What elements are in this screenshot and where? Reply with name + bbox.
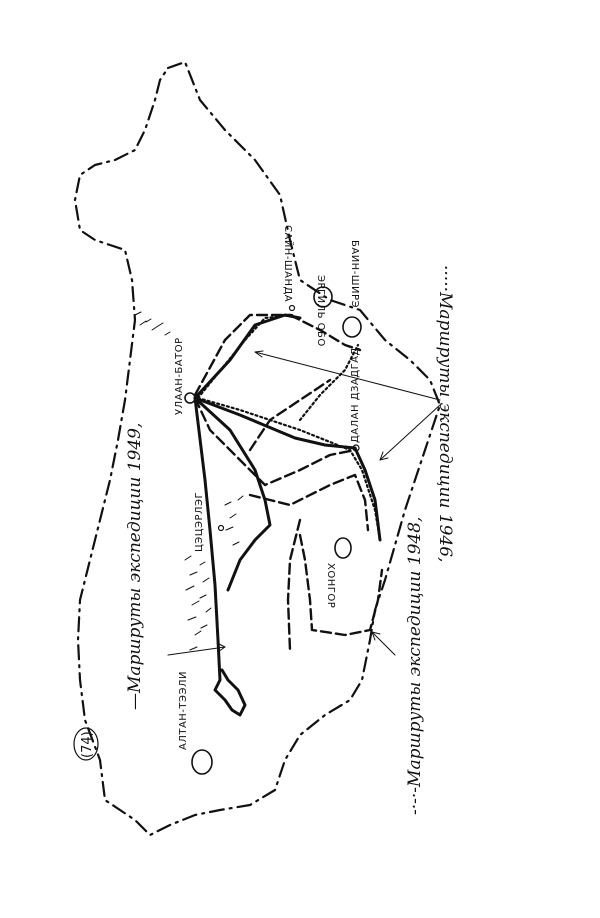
town-marker-sain-shanda <box>288 304 296 312</box>
lake-bain-shire <box>342 316 362 338</box>
page-number-circle <box>73 727 99 761</box>
label-khongor: ХОНГОР <box>325 563 336 608</box>
mountain-range-khangai <box>184 555 212 651</box>
town-marker-tsetserleg <box>217 524 225 532</box>
page-number: (74) <box>80 731 95 758</box>
country-border <box>73 60 442 837</box>
legend-route-1949: —Маршруты экспедиции 1949, <box>125 423 145 710</box>
route-1946 <box>196 313 382 542</box>
legend-route-1948: -·-·-Маршруты экспедиции 1948, <box>405 517 425 815</box>
legend-route-1946: ·····Маршруты экспедиции 1946, <box>435 265 455 562</box>
label-ulaanbaatar: УЛААН-БАТОР <box>174 337 185 415</box>
town-marker-dalan-dzadgad <box>352 444 360 452</box>
lake-ergil <box>313 286 333 308</box>
label-tsetserleg: ЦЭЦЭРЛЭГ <box>194 492 205 552</box>
city-marker-ulaanbaatar <box>184 392 196 404</box>
lake-khongor <box>334 537 352 559</box>
mountain-range-gobi-altai <box>224 495 244 546</box>
label-dalan-dzadgad: ДАЛАН ДЗАДГАД <box>350 347 361 443</box>
legend-arrows <box>167 350 441 656</box>
label-bain-shire: БАИН-ШИРЭ <box>349 240 360 308</box>
lake-altan-tseli <box>191 749 213 775</box>
route-1948 <box>193 313 384 652</box>
label-altan-tseli: АЛТАН-ТЭЭЛИ <box>178 671 189 750</box>
label-sain-shanda: САЙН-ШАНДА <box>282 225 295 302</box>
mountain-range-khentei <box>134 311 171 336</box>
label-ergil-obo: ЭРГИЛЬ ОБО <box>315 275 326 347</box>
